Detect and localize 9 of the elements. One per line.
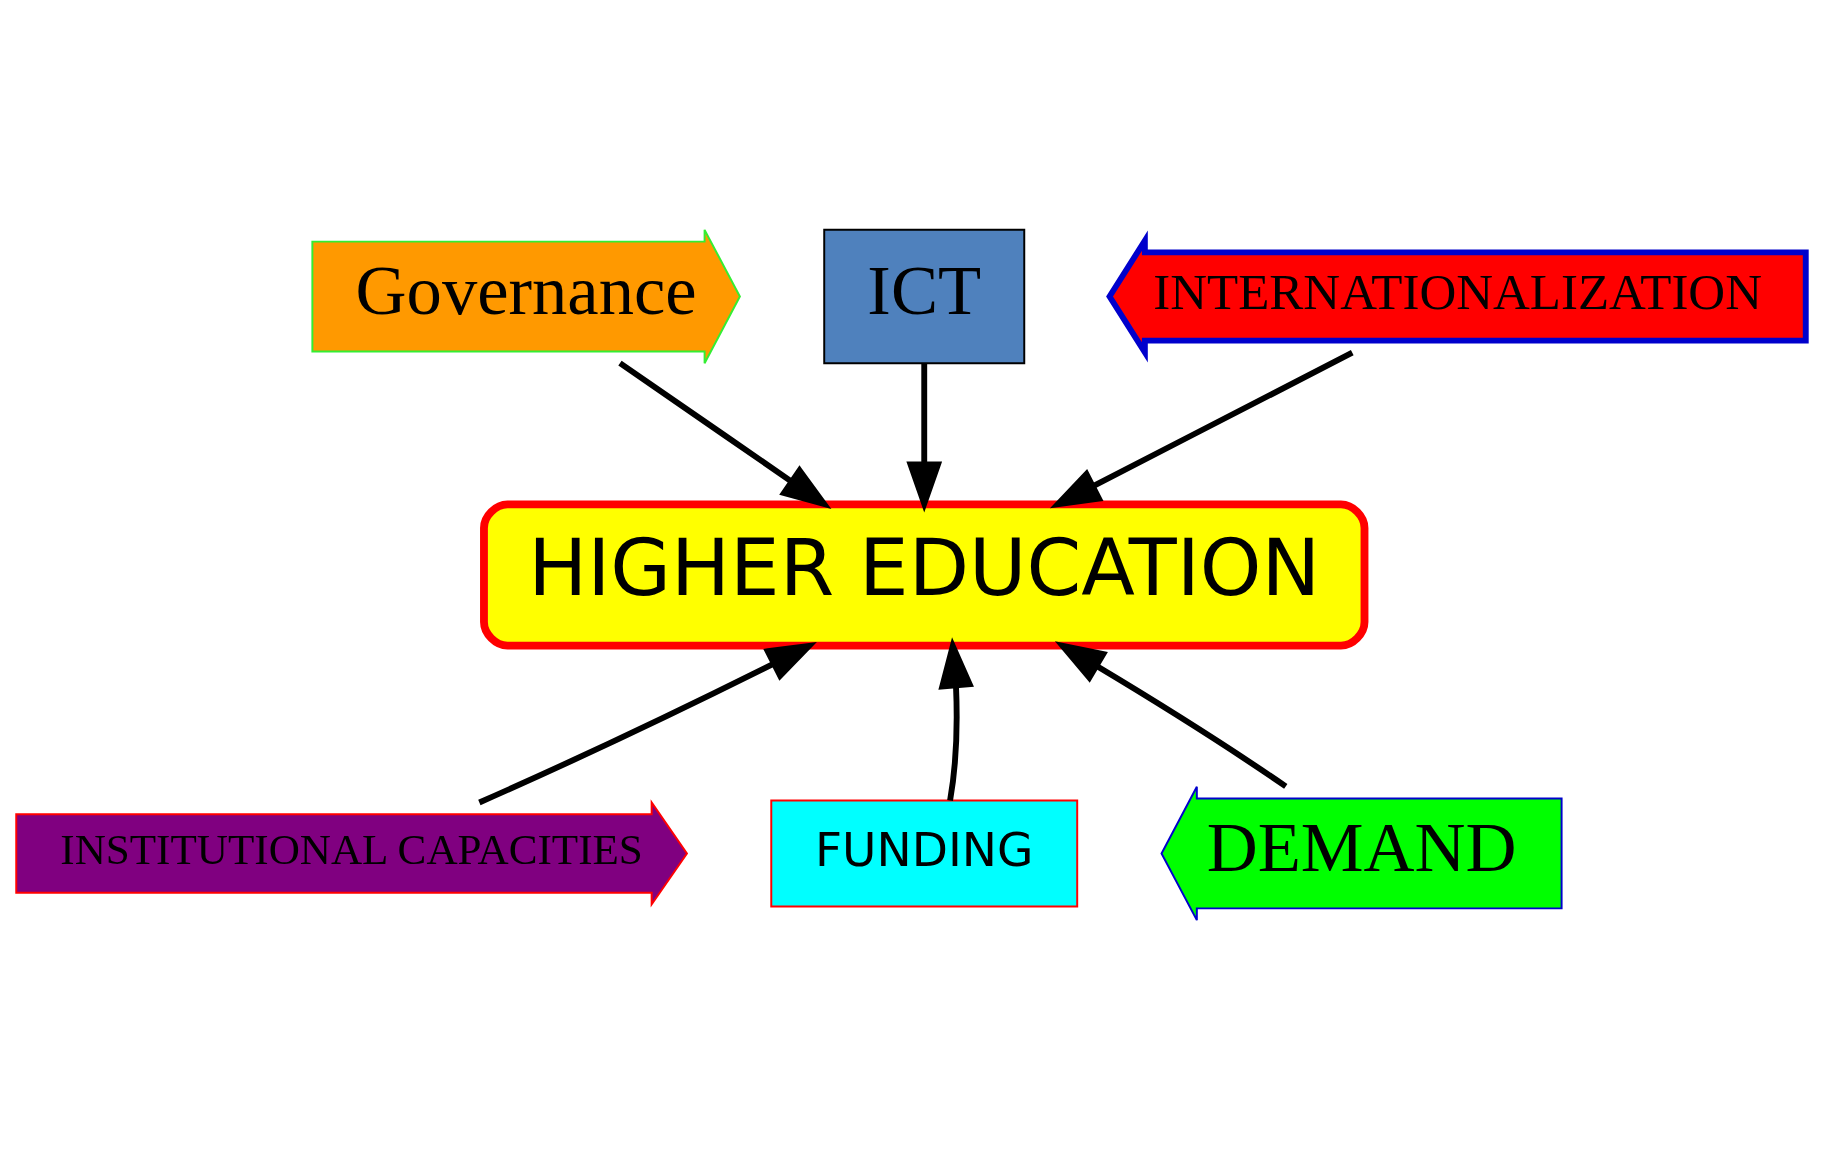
node-box: ICT xyxy=(823,228,1026,364)
arrow xyxy=(938,636,974,801)
arrow xyxy=(478,641,817,805)
arrow xyxy=(1049,349,1354,508)
arrow xyxy=(618,360,832,509)
node-box: FUNDING xyxy=(770,799,1079,907)
arrow xyxy=(906,363,943,513)
arrow xyxy=(1054,640,1288,789)
node-box: HIGHER EDUCATION xyxy=(480,499,1369,649)
